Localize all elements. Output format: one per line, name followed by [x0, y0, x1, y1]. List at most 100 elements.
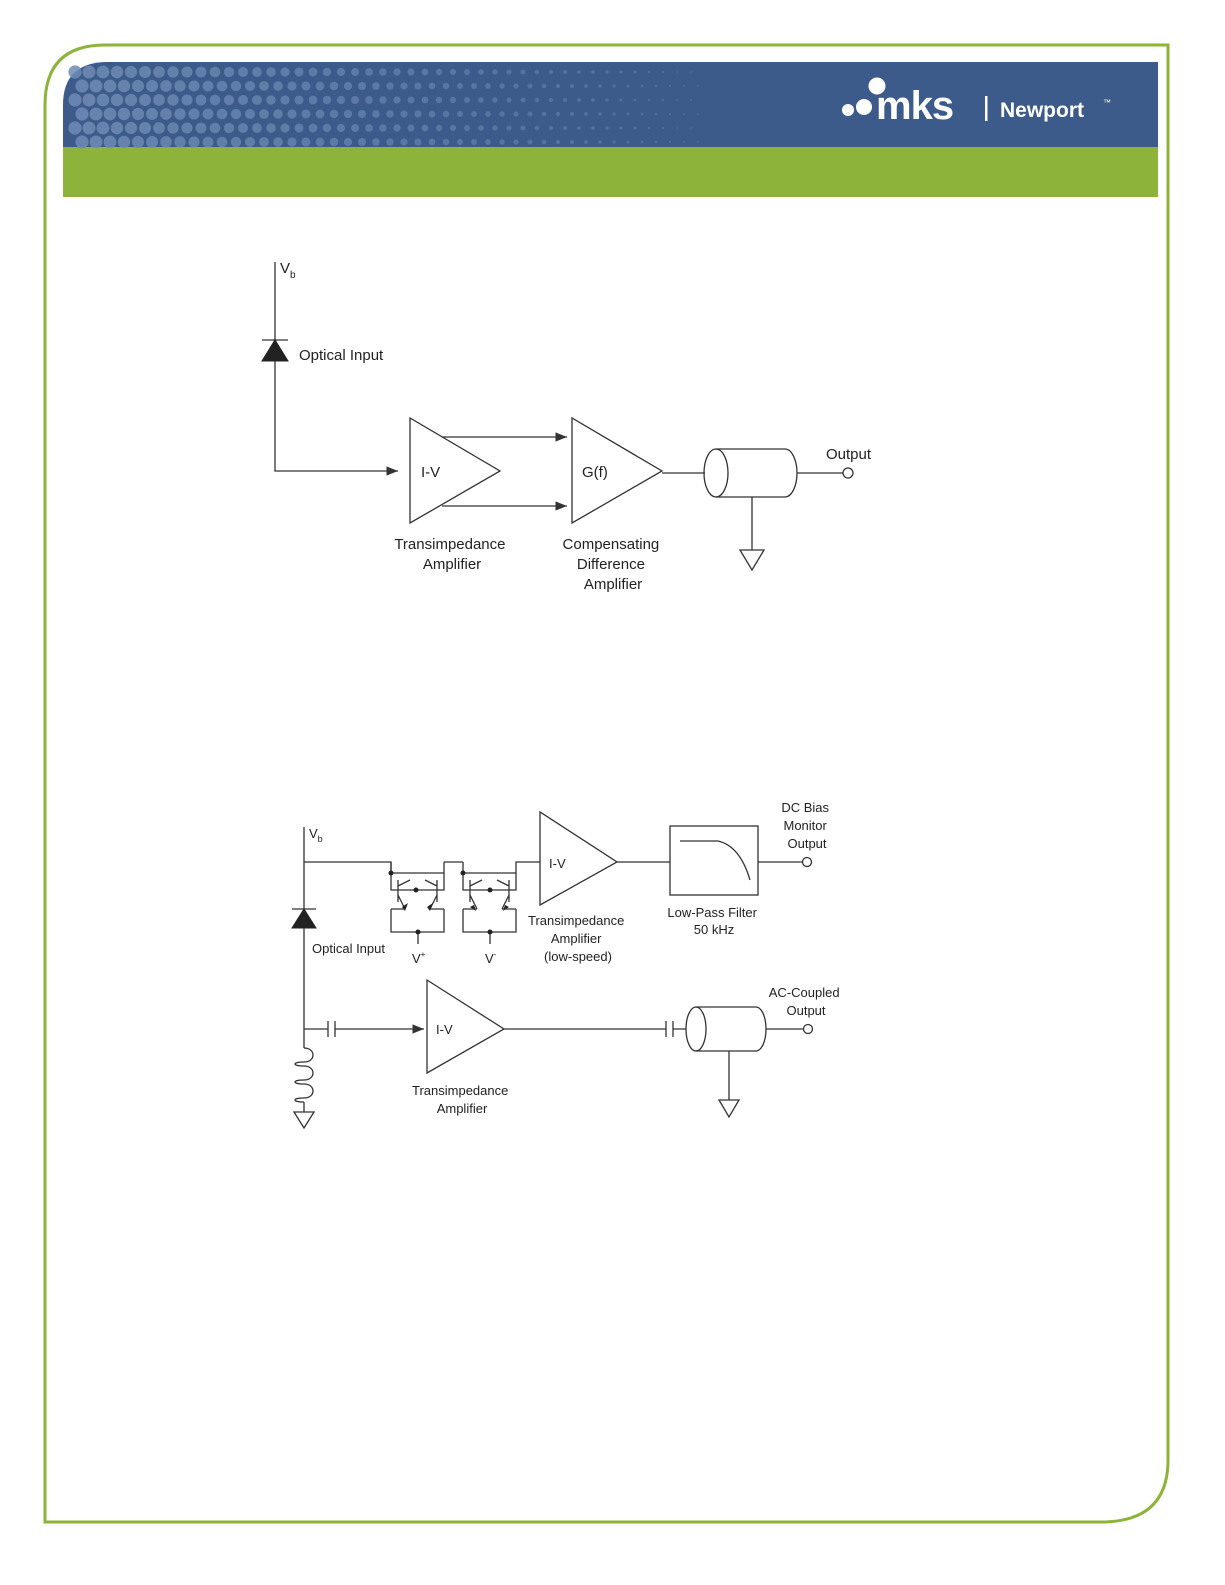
banner-dot	[167, 122, 178, 133]
banner-dot	[146, 108, 158, 120]
v-plus-label: V+	[412, 950, 426, 966]
banner-dot	[619, 126, 622, 129]
banner-dot	[619, 70, 622, 73]
banner-dot	[528, 112, 533, 117]
ac-output-terminal	[804, 1025, 813, 1034]
banner-dot	[294, 95, 303, 104]
banner-dot	[83, 94, 96, 107]
banner-dot	[160, 108, 172, 120]
logo-divider	[985, 96, 988, 121]
amp1-caption: Transimpedance Amplifier	[394, 536, 509, 573]
banner-dot	[238, 95, 248, 105]
coupling-capacitor-1	[304, 1021, 335, 1037]
banner-dot	[697, 141, 699, 143]
banner-dot	[570, 140, 574, 144]
banner-dot	[598, 112, 602, 116]
banner-dot	[153, 66, 165, 78]
banner-dot	[577, 126, 581, 130]
banner-dot	[75, 135, 88, 148]
banner-dot	[181, 94, 192, 105]
banner-dot	[351, 96, 359, 104]
banner-dot	[506, 69, 511, 74]
banner-dot	[634, 99, 637, 102]
banner-dot	[605, 98, 608, 101]
banner-dot	[676, 99, 678, 101]
amp-low-caption: Transimpedance Amplifier (low-speed)	[528, 913, 628, 964]
banner-dot	[365, 96, 373, 104]
banner-dot	[301, 137, 310, 146]
banner-dot	[478, 97, 484, 103]
banner-dot	[344, 138, 352, 146]
banner-dot	[429, 83, 436, 90]
banner-dot	[549, 70, 553, 74]
logo-trademark: ™	[1103, 98, 1111, 107]
banner-dot	[669, 113, 671, 115]
banner-dot	[556, 140, 560, 144]
banner-dot	[181, 66, 192, 77]
banner-dot	[330, 82, 339, 91]
banner-dot	[429, 139, 436, 146]
banner-dot	[400, 110, 407, 117]
banner-dot	[393, 96, 400, 103]
banner-dot	[499, 139, 504, 144]
banner-dot	[287, 137, 296, 146]
banner-dot	[443, 139, 449, 145]
banner-dot	[535, 70, 540, 75]
banner-dot	[259, 81, 269, 91]
banner-dot	[400, 138, 407, 145]
banner-dot	[690, 71, 692, 73]
banner-dot	[443, 83, 449, 89]
banner-dot	[330, 110, 339, 119]
banner-dot	[513, 111, 518, 116]
banner-dot	[521, 98, 526, 103]
amp1-label: I-V	[421, 464, 440, 481]
banner-dot	[125, 122, 137, 134]
banner-dot	[167, 94, 178, 105]
banner-dot	[188, 136, 199, 147]
banner-dot	[231, 137, 241, 147]
banner-dot	[273, 81, 283, 91]
banner-dot	[605, 70, 608, 73]
banner-dot	[612, 140, 615, 143]
banner-dot	[612, 112, 615, 115]
banner-dot	[457, 83, 463, 89]
banner-dot	[259, 137, 269, 147]
banner-dot	[83, 122, 96, 135]
banner-dot	[591, 70, 595, 74]
banner-dot	[132, 108, 144, 120]
coaxial-cable-symbol-2	[686, 1007, 766, 1117]
banner-dot	[273, 137, 283, 147]
filter-caption: Low-Pass Filter 50 kHz	[667, 905, 760, 937]
banner-dot	[351, 68, 359, 76]
banner-dot	[153, 94, 165, 106]
logo-dot-small	[842, 104, 854, 116]
banner-dot	[648, 71, 651, 74]
dc-output-label: DC Bias Monitor Output	[781, 800, 832, 851]
banner-dot	[549, 98, 553, 102]
banner-dot	[181, 122, 192, 133]
banner-dot	[351, 124, 359, 132]
banner-dot	[210, 95, 221, 106]
ground-symbol	[740, 550, 764, 570]
banner-dot	[577, 98, 581, 102]
banner-dot	[210, 123, 221, 134]
inductor-symbol	[294, 1048, 314, 1128]
banner-dot	[457, 139, 463, 145]
banner-dot	[309, 124, 318, 133]
banner-dot	[330, 138, 339, 147]
banner-dot	[358, 110, 366, 118]
banner-dot	[196, 67, 207, 78]
banner-dot	[598, 84, 602, 88]
banner-dot	[429, 111, 436, 118]
banner-dot	[450, 97, 456, 103]
banner-dot	[174, 136, 185, 147]
banner-dot	[521, 126, 526, 131]
banner-dot	[662, 71, 664, 73]
banner-dot	[669, 141, 671, 143]
banner-dot	[146, 136, 158, 148]
banner-dot	[372, 138, 380, 146]
ground-symbol-3	[294, 1112, 314, 1128]
photodiode-symbol-2	[292, 909, 316, 928]
banner-dot	[372, 110, 380, 118]
banner-dot	[535, 98, 540, 103]
